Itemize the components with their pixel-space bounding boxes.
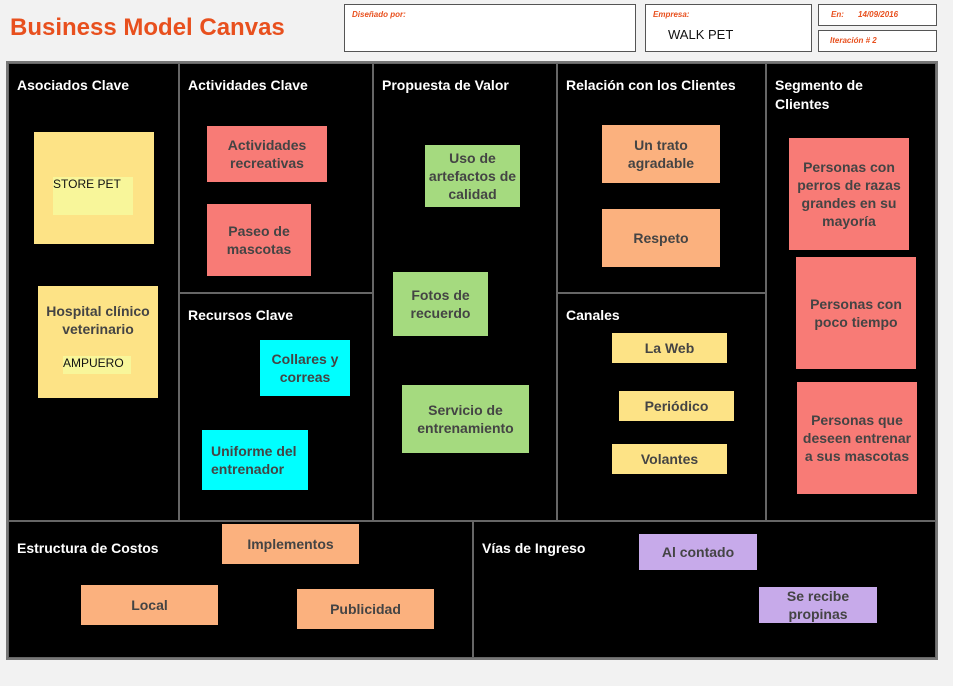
sticky-note[interactable]: Personas con perros de razas grandes en … xyxy=(789,138,909,250)
sticky-note[interactable]: Volantes xyxy=(612,444,727,474)
sticky-text: Hospital clínico veterinario xyxy=(46,303,150,337)
page-title: Business Model Canvas xyxy=(10,14,285,41)
sticky-note[interactable]: La Web xyxy=(612,333,727,363)
sticky-note[interactable]: Personas con poco tiempo xyxy=(796,257,916,369)
sticky-text: La Web xyxy=(644,340,695,356)
sticky-note[interactable]: Collares y correas xyxy=(260,340,350,396)
section-key-activities: Actividades Clave xyxy=(179,63,373,293)
sticky-text: Personas con poco tiempo xyxy=(810,296,902,330)
section-title: Segmento de Clientes xyxy=(775,77,863,112)
company-field[interactable] xyxy=(645,4,812,52)
sticky-note[interactable]: Se recibe propinas xyxy=(759,587,877,623)
sticky-subtext: AMPUERO xyxy=(63,356,131,374)
section-customer-relations: Relación con los Clientes xyxy=(557,63,766,293)
sticky-text: Actividades recreativas xyxy=(227,137,307,171)
sticky-text: Un trato agradable xyxy=(627,137,695,171)
sticky-note[interactable]: Respeto xyxy=(602,209,720,267)
sticky-note[interactable]: Paseo de mascotas xyxy=(207,204,311,276)
section-title: Canales xyxy=(566,307,620,323)
date-label: En: xyxy=(831,10,844,19)
date-value: 14/09/2016 xyxy=(858,10,899,19)
sticky-note[interactable]: Personas que deseen entrenar a sus masco… xyxy=(797,382,917,494)
sticky-note[interactable]: Publicidad xyxy=(297,589,434,629)
sticky-text: Implementos xyxy=(247,536,334,552)
section-title: Asociados Clave xyxy=(17,77,130,93)
sticky-note[interactable]: Uso de artefactos de calidad xyxy=(425,145,520,207)
company-value: WALK PET xyxy=(668,27,734,42)
section-revenue-streams: Vías de Ingreso xyxy=(473,521,936,658)
sticky-text: Respeto xyxy=(633,230,689,246)
iteration-label: Iteración # 2 xyxy=(830,36,877,45)
sticky-note[interactable]: Fotos de recuerdo xyxy=(393,272,488,336)
sticky-note[interactable]: Local xyxy=(81,585,218,625)
section-title: Recursos Clave xyxy=(188,307,294,323)
designed-by-label: Diseñado por: xyxy=(352,10,406,19)
section-title: Vías de Ingreso xyxy=(482,540,586,556)
sticky-note[interactable]: Al contado xyxy=(639,534,757,570)
section-title: Relación con los Clientes xyxy=(566,77,736,93)
section-cost-structure: Estructura de Costos xyxy=(8,521,473,658)
section-key-resources: Recursos Clave xyxy=(179,293,373,521)
sticky-text: Paseo de mascotas xyxy=(226,223,292,257)
sticky-subtext: STORE PET xyxy=(53,177,133,215)
sticky-text: Periódico xyxy=(644,398,709,414)
sticky-note[interactable]: Periódico xyxy=(619,391,734,421)
sticky-note[interactable]: Uniforme del entrenador xyxy=(202,430,308,490)
section-channels: Canales xyxy=(557,293,766,521)
sticky-note[interactable]: Hospital clínico veterinario xyxy=(38,286,158,398)
sticky-text: Personas que deseen entrenar a sus masco… xyxy=(802,412,912,464)
sticky-note[interactable]: Un trato agradable xyxy=(602,125,720,183)
sticky-text: Al contado xyxy=(661,544,735,560)
section-value-proposition: Propuesta de Valor xyxy=(373,63,557,521)
iteration-field[interactable] xyxy=(818,30,937,52)
section-key-partners: Asociados Clave xyxy=(8,63,179,521)
section-title: Propuesta de Valor xyxy=(382,77,509,93)
sticky-text: Uso de artefactos de calidad xyxy=(428,150,517,202)
section-title: Estructura de Costos xyxy=(17,540,159,556)
sticky-text: Servicio de entrenamiento xyxy=(417,402,514,436)
company-label: Empresa: xyxy=(653,10,690,19)
sticky-note[interactable]: Servicio de entrenamiento xyxy=(402,385,529,453)
sticky-text: Fotos de recuerdo xyxy=(410,287,471,321)
date-field[interactable] xyxy=(818,4,937,26)
sticky-text: Collares y correas xyxy=(271,351,339,385)
sticky-text: Volantes xyxy=(640,451,699,467)
sticky-note[interactable]: Actividades recreativas xyxy=(207,126,327,182)
sticky-text: Publicidad xyxy=(330,601,401,617)
sticky-text: Uniforme del entrenador xyxy=(211,443,297,477)
section-customer-segments: Segmento de Clientes xyxy=(766,63,936,521)
sticky-text: Se recibe propinas xyxy=(786,588,850,622)
designed-by-field[interactable] xyxy=(344,4,636,52)
sticky-text: Personas con perros de razas grandes en … xyxy=(797,159,901,229)
sticky-text: Local xyxy=(131,597,168,613)
sticky-note[interactable]: Implementos xyxy=(222,524,359,564)
section-title: Actividades Clave xyxy=(188,77,308,93)
